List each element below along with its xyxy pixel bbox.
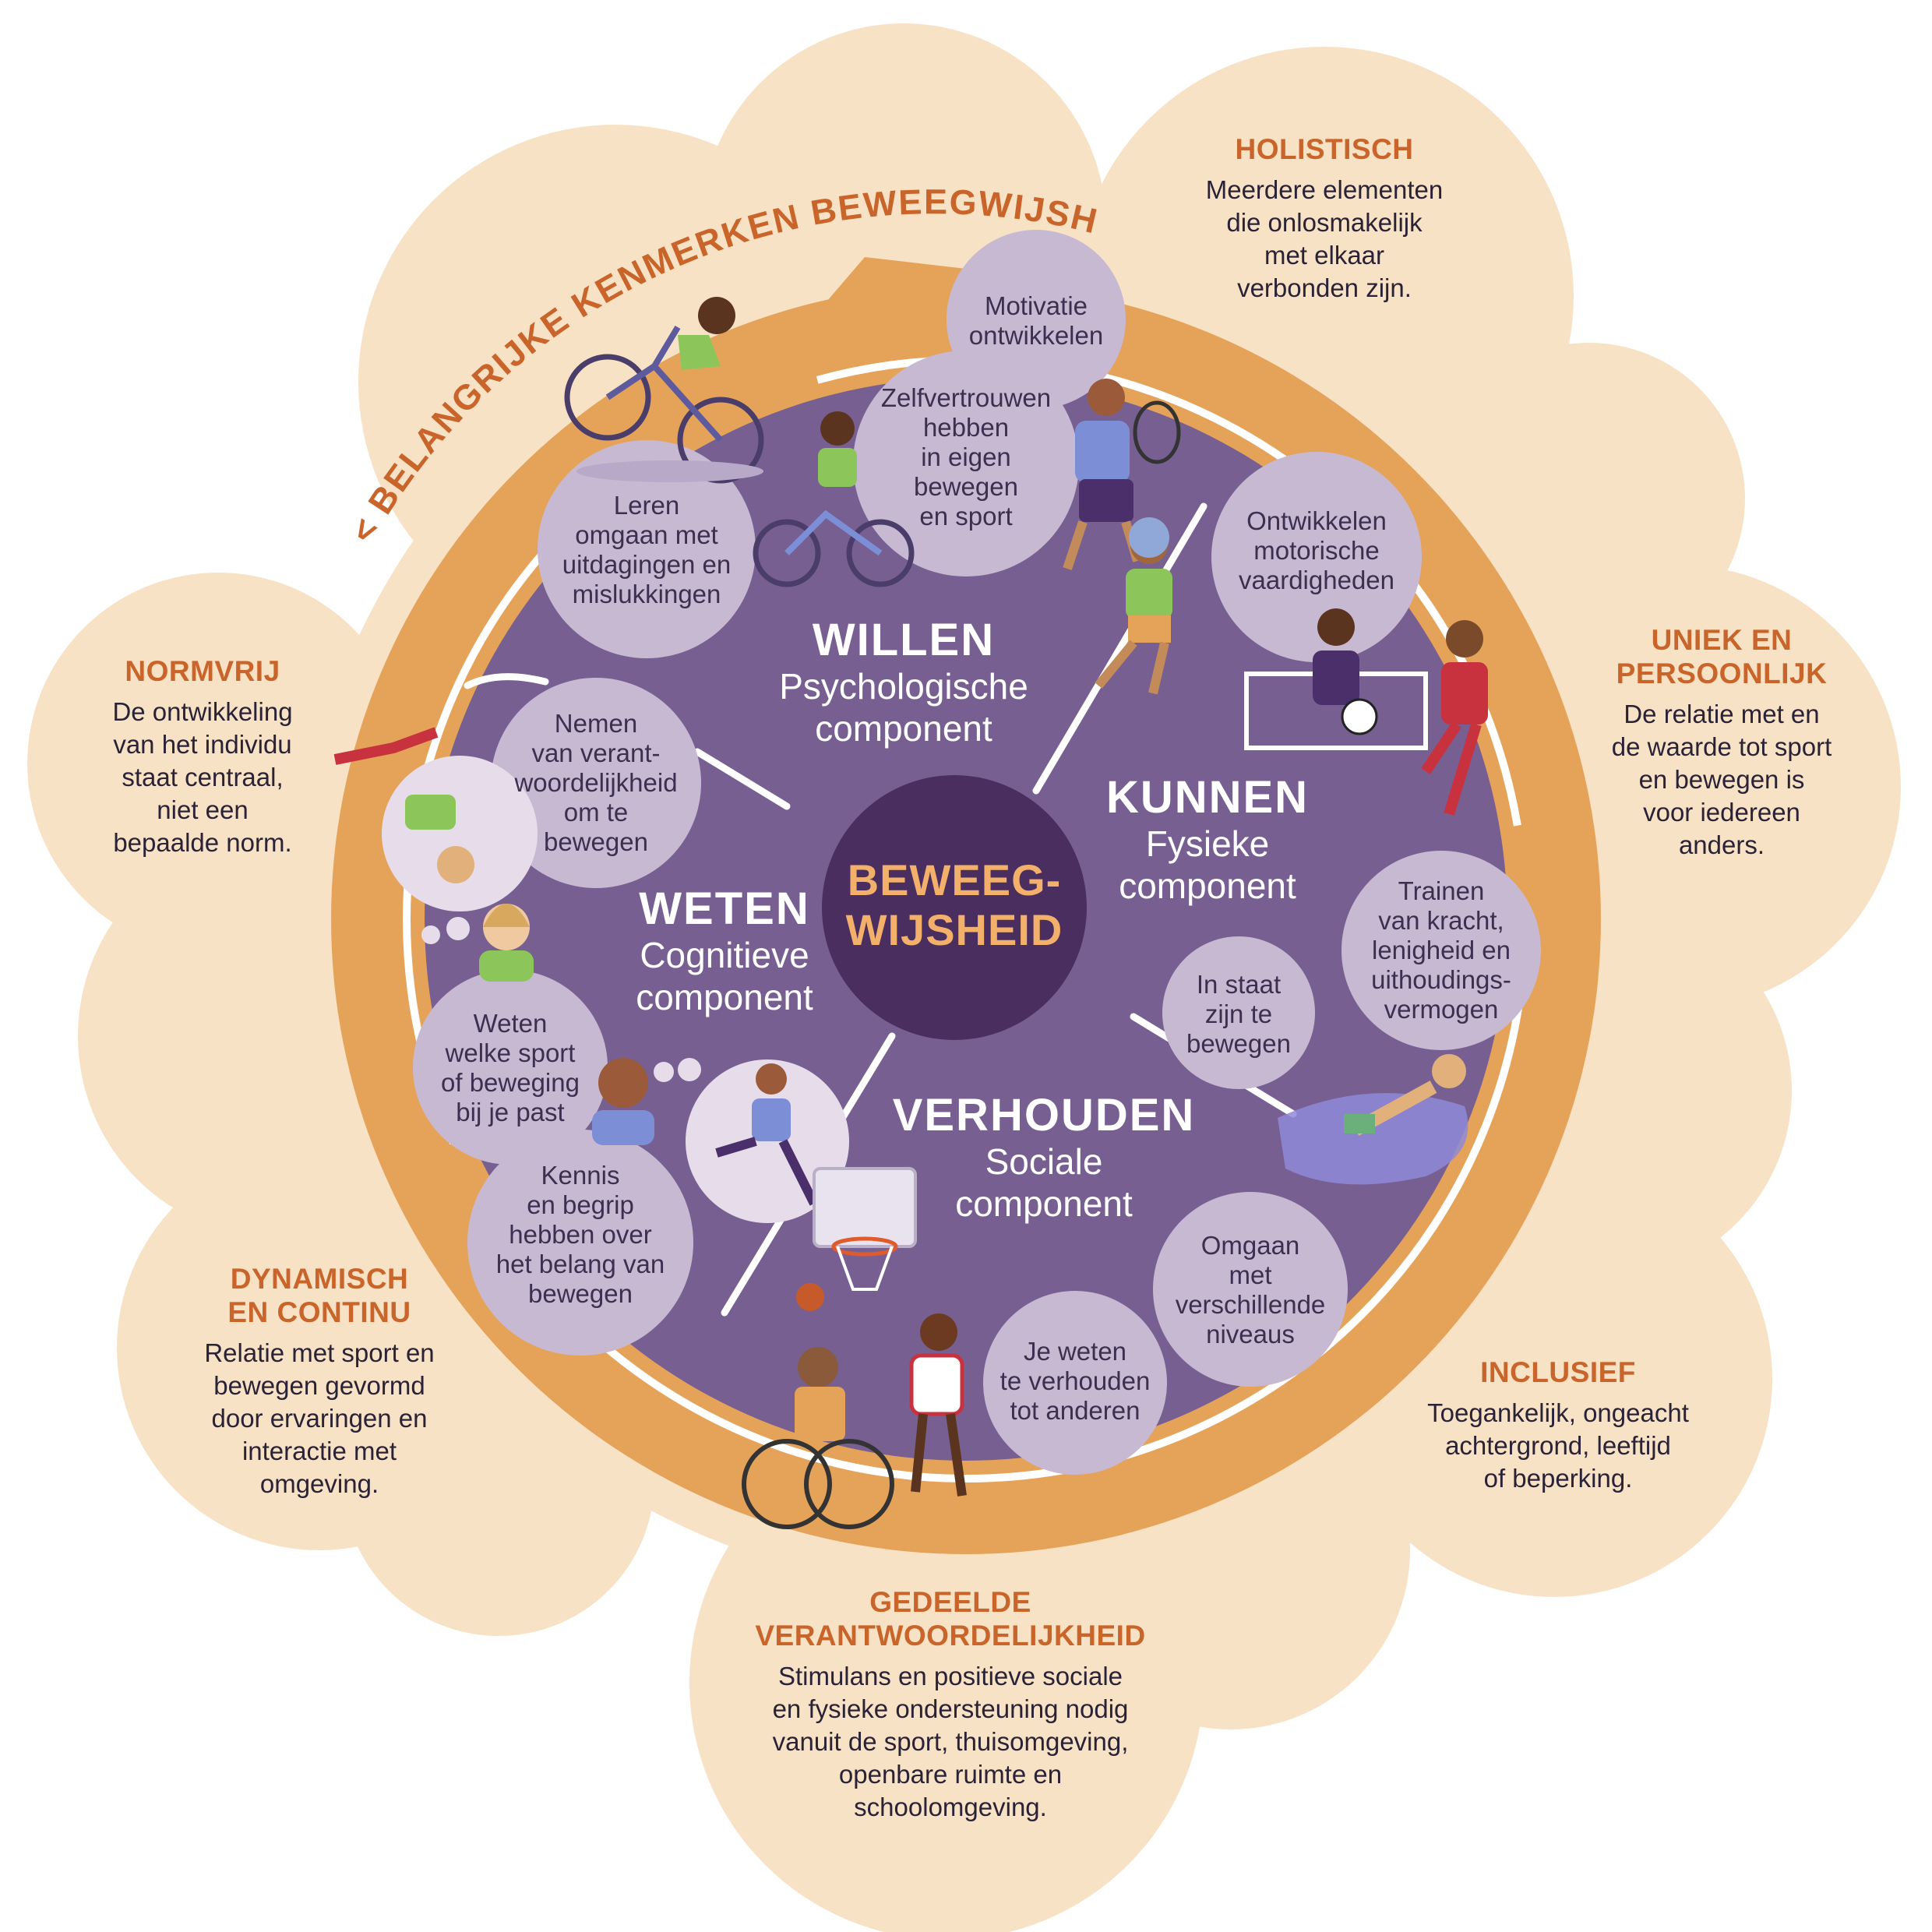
- skater-icon: [1095, 517, 1172, 695]
- bubble-instaat: [1162, 936, 1315, 1089]
- component-title: WILLEN: [812, 615, 996, 665]
- component-title: VERHOUDEN: [892, 1090, 1196, 1141]
- bubble-nemen: [491, 678, 701, 888]
- orange-ring-bump: [818, 257, 982, 327]
- bubbles: [382, 230, 1541, 1475]
- bubble-trainen: [1341, 851, 1541, 1050]
- child-cyclist-icon: [753, 411, 915, 587]
- basketball-hoop-icon: [813, 1167, 917, 1291]
- cyclist-icon: [564, 297, 764, 484]
- kenmerk-title: HOLISTISCH: [1235, 133, 1414, 165]
- component-title: KUNNEN: [1105, 772, 1310, 823]
- soccer-player-icon: [1421, 620, 1488, 816]
- bubble-kennis: [467, 1130, 693, 1356]
- swimmer-icon: [1278, 1054, 1468, 1185]
- bubble-zelfvertrouwen: [853, 351, 1079, 576]
- bubble-welke: [413, 970, 608, 1165]
- thinking-boy-icon: [592, 1058, 654, 1145]
- bubble-omgaan: [1153, 1192, 1348, 1387]
- kenmerk-title: INCLUSIEF: [1480, 1356, 1636, 1388]
- bubble-motorisch: [1211, 452, 1422, 662]
- cartwheel-icon: [333, 727, 474, 883]
- kenmerk-title: NORMVRIJ: [125, 655, 280, 687]
- component-title: WETEN: [639, 883, 810, 934]
- bubble-leren: [538, 440, 756, 658]
- basketball-girl-icon: [909, 1313, 967, 1497]
- bubble-verhouden: [983, 1291, 1167, 1475]
- hub-label: BEWEEG-WIJSHEID: [845, 855, 1063, 954]
- runner-icon: [715, 1063, 819, 1206]
- goalkeeper-icon: [1244, 608, 1428, 750]
- thinking-girl-icon: [479, 904, 534, 982]
- wheelchair-player-icon: [742, 1283, 894, 1529]
- hub-circle: [822, 775, 1087, 1040]
